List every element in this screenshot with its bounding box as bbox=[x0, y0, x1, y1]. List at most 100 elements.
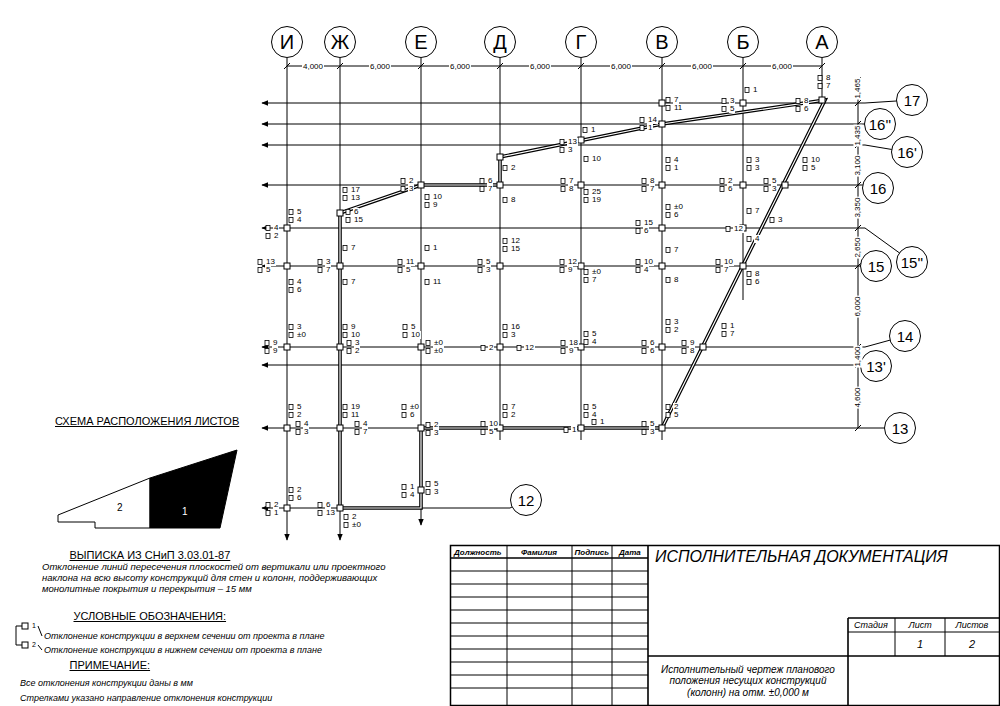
column-mark bbox=[337, 344, 343, 350]
deviation-value: 5 bbox=[296, 403, 302, 411]
column-mark bbox=[284, 344, 290, 350]
deviation-symbol bbox=[266, 503, 270, 508]
axis-label: Ж bbox=[331, 32, 349, 52]
deviation-value: 4 bbox=[591, 411, 597, 419]
deviation-symbol bbox=[716, 260, 720, 265]
deviation-value: 5 bbox=[771, 177, 777, 185]
legend-sample-number: 2 bbox=[32, 641, 36, 649]
deviation-value: 2 bbox=[433, 421, 439, 429]
column-mark bbox=[659, 121, 665, 127]
deviation-value: 2 bbox=[296, 486, 302, 494]
deviation-symbol bbox=[666, 328, 670, 333]
deviation-value: 6 bbox=[353, 208, 359, 216]
deviation-value: 15 bbox=[353, 216, 364, 224]
column-mark bbox=[337, 210, 343, 216]
deviation-symbol bbox=[503, 239, 507, 244]
table-cell: 2 bbox=[969, 638, 975, 651]
column-mark bbox=[659, 100, 665, 106]
axis-label: Е bbox=[414, 32, 427, 52]
deviation-value: 7 bbox=[729, 330, 735, 338]
dimension: 1,400 bbox=[853, 345, 862, 367]
deviation-value: 3 bbox=[567, 146, 573, 154]
deviation-symbol bbox=[584, 332, 588, 337]
title: ИСПОЛНИТЕЛЬНАЯ ДОКУМЕНТАЦИЯ bbox=[655, 548, 948, 566]
deviation-value: 8 bbox=[673, 276, 679, 284]
deviation-value: 17 bbox=[350, 186, 361, 194]
deviation-value: 19 bbox=[591, 196, 602, 204]
deviation-symbol bbox=[343, 333, 347, 338]
deviation-symbol bbox=[503, 166, 507, 171]
table-header: Лист bbox=[909, 620, 932, 630]
deviation-value: 1 bbox=[599, 418, 605, 426]
column-mark bbox=[578, 263, 584, 269]
deviation-symbol bbox=[425, 203, 429, 208]
deviation-value: 7 bbox=[723, 266, 729, 274]
deviation-symbol bbox=[666, 248, 670, 253]
dimension-line bbox=[287, 66, 822, 67]
deviation-value: 9 bbox=[272, 339, 278, 347]
deviation-value: ±0 bbox=[591, 268, 602, 276]
deviation-symbol bbox=[343, 413, 347, 418]
deviation-symbol bbox=[343, 246, 347, 251]
deviation-symbol bbox=[289, 325, 293, 330]
axis-bubble: 14 bbox=[889, 320, 921, 352]
deviation-symbol bbox=[289, 496, 293, 501]
table-header: Листов bbox=[956, 620, 989, 630]
axis-bubble: 16'' bbox=[864, 108, 896, 140]
deviation-value: 6 bbox=[487, 177, 493, 185]
deviation-symbol bbox=[355, 422, 359, 427]
dimension: 6,000 bbox=[369, 62, 391, 71]
deviation-symbol bbox=[426, 490, 430, 495]
drawing-name: Исполнительный чертеж планового положени… bbox=[652, 664, 844, 699]
deviation-symbol bbox=[720, 187, 724, 192]
deviation-value: 14 bbox=[647, 116, 658, 124]
column-mark bbox=[659, 425, 665, 431]
deviation-value: 3 bbox=[433, 488, 439, 496]
deviation-symbol bbox=[480, 179, 484, 184]
deviation-symbol bbox=[666, 320, 670, 325]
deviation-symbol bbox=[666, 166, 670, 171]
table-header: Стадия bbox=[854, 620, 888, 630]
deviation-value: 8 bbox=[825, 74, 831, 82]
axis-line bbox=[262, 124, 865, 125]
axis-bubble: 13' bbox=[860, 350, 892, 382]
table-header: Должность bbox=[454, 548, 502, 557]
deviation-symbol bbox=[764, 187, 768, 192]
deviation-symbol bbox=[517, 346, 521, 351]
deviation-value: 5 bbox=[488, 428, 494, 436]
deviation-symbol bbox=[289, 405, 293, 410]
column-mark bbox=[337, 505, 343, 511]
deviation-symbol bbox=[425, 246, 429, 251]
deviation-symbol bbox=[355, 430, 359, 435]
deviation-symbol bbox=[584, 190, 588, 195]
deviation-value: 15 bbox=[510, 245, 521, 253]
legend-sample bbox=[22, 642, 28, 648]
deviation-value: 10 bbox=[488, 420, 499, 428]
deviation-symbol bbox=[344, 515, 348, 520]
deviation-symbol bbox=[666, 98, 670, 103]
deviation-symbol bbox=[347, 349, 351, 354]
deviation-value: ±0 bbox=[409, 403, 420, 411]
axis-label: 14 bbox=[897, 329, 914, 344]
column-mark bbox=[740, 100, 746, 106]
building-outline bbox=[340, 100, 825, 508]
sheet-number: 1 bbox=[182, 506, 188, 518]
deviation-symbol bbox=[636, 229, 640, 234]
axis-bubble: Ж bbox=[324, 26, 356, 58]
scheme-heading: СХЕМА РАСПОЛОЖЕНИЯ ЛИСТОВ bbox=[55, 415, 239, 428]
column-mark bbox=[659, 225, 665, 231]
deviation-value: 5 bbox=[673, 411, 679, 419]
deviation-symbol bbox=[481, 422, 485, 427]
dimension-tick bbox=[740, 63, 746, 69]
dimension: 6,000 bbox=[529, 62, 551, 71]
deviation-symbol bbox=[318, 268, 322, 273]
column-mark bbox=[659, 263, 665, 269]
deviation-value: 11 bbox=[432, 278, 442, 286]
axis-line bbox=[500, 58, 501, 440]
dimension: 1,465 bbox=[853, 77, 862, 99]
deviation-symbol bbox=[343, 405, 347, 410]
deviation-symbol bbox=[289, 488, 293, 493]
deviation-value: 10 bbox=[410, 331, 421, 339]
deviation-value: 6 bbox=[649, 339, 655, 347]
deviation-value: 25 bbox=[591, 188, 602, 196]
